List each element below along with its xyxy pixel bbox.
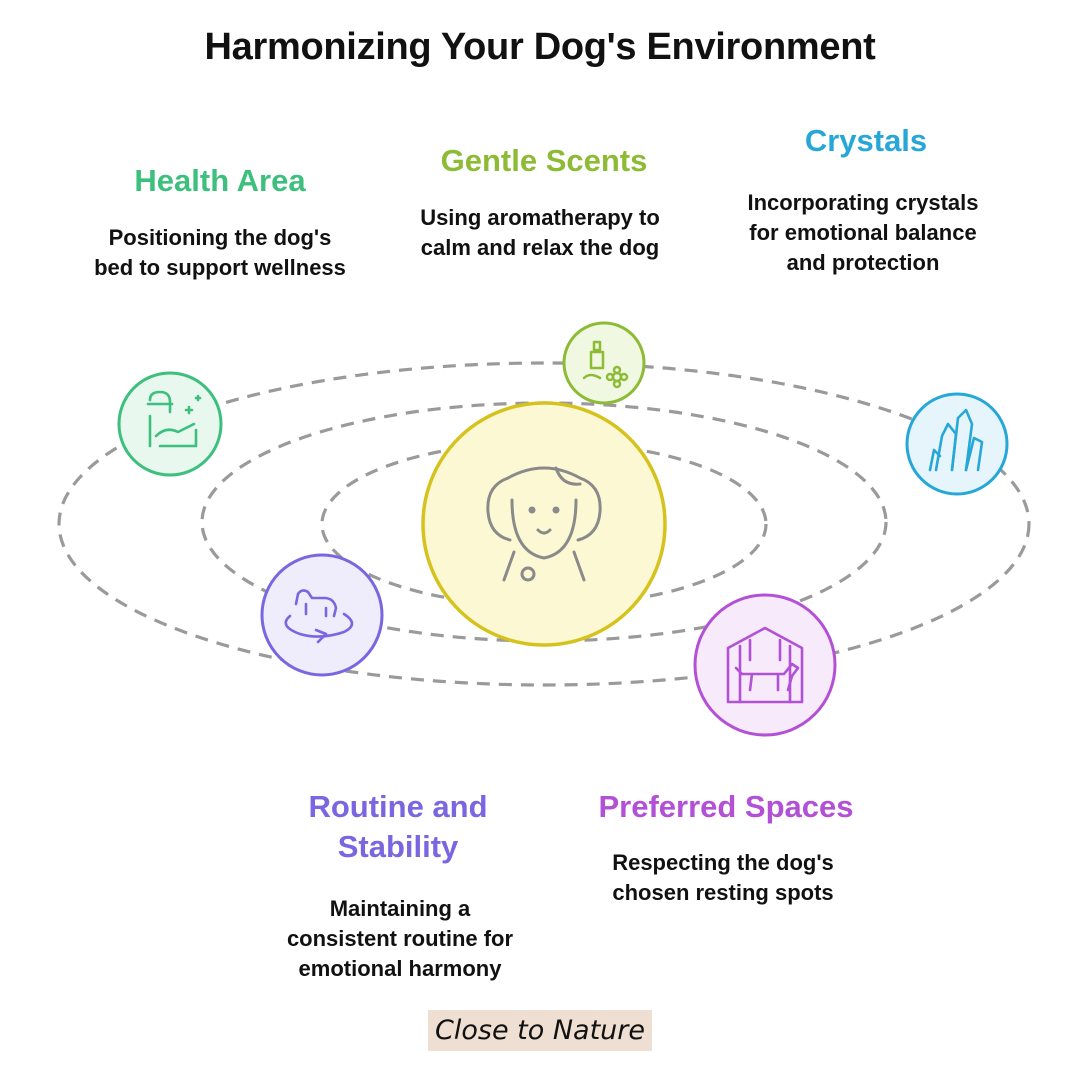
dog-house-icon: [726, 626, 804, 704]
health-area-description-line: Positioning the dog's: [108, 225, 332, 250]
health-area-node: [117, 371, 223, 477]
crystals-description-line: for emotional balance: [749, 220, 977, 245]
pet-care-icon: [146, 390, 202, 448]
center-node: [421, 401, 667, 647]
preferred-spaces-description-line: chosen resting spots: [612, 880, 834, 905]
routine-stability-node: [260, 553, 384, 677]
gentle-scents-description: Using aromatherapy to calm and relax the…: [370, 203, 710, 263]
health-area-label: Health Area: [134, 163, 306, 198]
crystal-cluster-icon: [928, 408, 984, 472]
crystals-description: Incorporating crystals for emotional bal…: [703, 188, 1023, 278]
routine-stability-label-line: Routine and: [308, 789, 488, 824]
page-title: Harmonizing Your Dog's Environment: [204, 26, 876, 68]
routine-stability-description-line: Maintaining a: [329, 896, 471, 921]
routine-stability-description: Maintaining a consistent routine for emo…: [250, 894, 550, 984]
dog-cycle-icon: [284, 589, 354, 644]
preferred-spaces-description: Respecting the dog's chosen resting spot…: [573, 848, 873, 908]
health-area-description-line: bed to support wellness: [94, 255, 346, 280]
routine-stability-label-line: Stability: [337, 829, 459, 864]
health-area-description: Positioning the dog's bed to support wel…: [60, 223, 380, 283]
gentle-scents-description-line: Using aromatherapy to: [420, 205, 660, 230]
routine-stability-label: Routine and Stability: [268, 787, 528, 867]
routine-stability-description-line: emotional harmony: [298, 956, 502, 981]
crystals-description-line: Incorporating crystals: [747, 190, 979, 215]
gentle-scents-label: Gentle Scents: [440, 143, 648, 178]
crystals-label: Crystals: [804, 123, 928, 158]
crystals-description-line: and protection: [786, 250, 940, 275]
routine-stability-description-line: consistent routine for: [286, 926, 514, 951]
aroma-bottle-flower-icon: [582, 340, 629, 389]
preferred-spaces-description-line: Respecting the dog's: [612, 850, 834, 875]
preferred-spaces-node: [693, 593, 837, 737]
crystals-node: [905, 392, 1009, 496]
footer-tagline: Close to Nature: [428, 1010, 652, 1051]
gentle-scents-description-line: calm and relax the dog: [420, 235, 660, 260]
outer-orbit: [57, 361, 1031, 687]
gentle-scents-node: [562, 321, 646, 405]
preferred-spaces-label: Preferred Spaces: [598, 789, 854, 824]
dog-face-icon: [486, 466, 602, 582]
